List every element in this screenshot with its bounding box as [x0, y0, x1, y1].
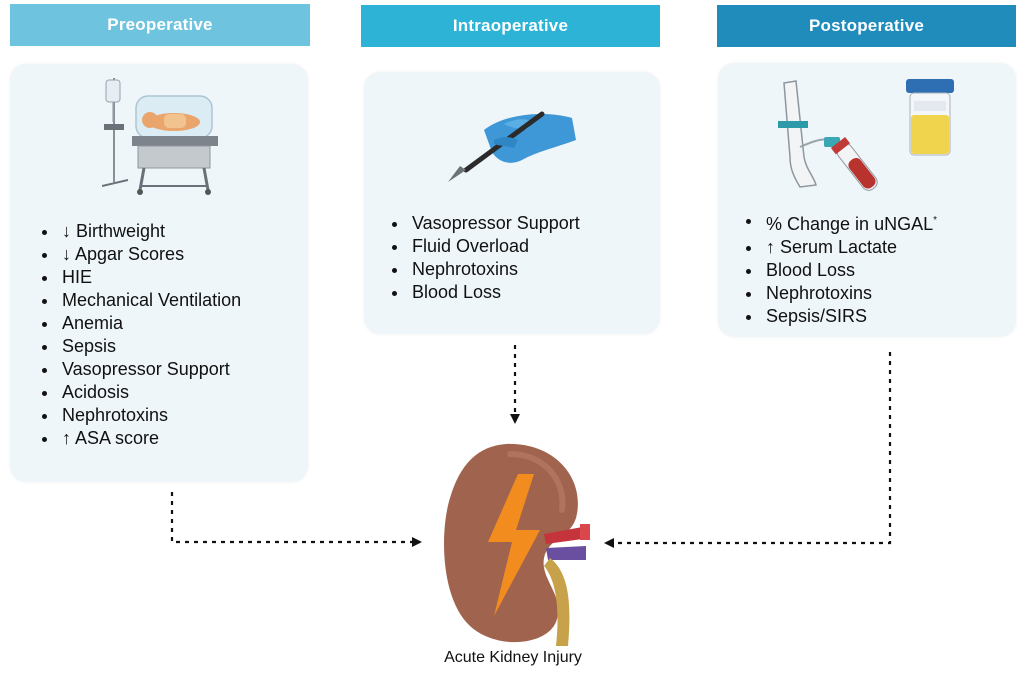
list-item: Sepsis: [36, 335, 241, 358]
list-item: Nephrotoxins: [386, 258, 580, 281]
list-item: Vasopressor Support: [36, 358, 241, 381]
scalpel-hand-icon: [448, 111, 576, 182]
preoperative-panel: ↓ Birthweight ↓ Apgar Scores HIE Mechani…: [10, 64, 308, 482]
list-item-label: % Change in uNGAL: [766, 214, 934, 234]
postoperative-header: Postoperative: [717, 5, 1016, 47]
kidney-injury-icon: [444, 443, 590, 646]
preoperative-header: Preoperative: [10, 4, 310, 46]
postoperative-factor-list: % Change in uNGAL* ↑ Serum Lactate Blood…: [740, 209, 937, 328]
list-item: Nephrotoxins: [740, 282, 937, 305]
list-item: ↓ Apgar Scores: [36, 243, 241, 266]
list-item: Sepsis/SIRS: [740, 305, 937, 328]
list-item: HIE: [36, 266, 241, 289]
list-item: ↑ ASA score: [36, 427, 241, 450]
arrow-preoperative-to-aki: [170, 492, 422, 547]
list-item: Vasopressor Support: [386, 212, 580, 235]
intraoperative-header: Intraoperative: [361, 5, 660, 47]
postoperative-panel: % Change in uNGAL* ↑ Serum Lactate Blood…: [718, 63, 1016, 337]
intraoperative-factor-list: Vasopressor Support Fluid Overload Nephr…: [386, 212, 580, 304]
list-item: Acidosis: [36, 381, 241, 404]
list-item: Nephrotoxins: [36, 404, 241, 427]
list-item: ↑ Serum Lactate: [740, 236, 937, 259]
arrow-postoperative-to-aki: [604, 352, 892, 548]
list-item: Anemia: [36, 312, 241, 335]
list-item: ↓ Birthweight: [36, 220, 241, 243]
superscript-marker: *: [933, 215, 938, 226]
preoperative-factor-list: ↓ Birthweight ↓ Apgar Scores HIE Mechani…: [36, 220, 241, 450]
list-item: Blood Loss: [386, 281, 580, 304]
list-item: % Change in uNGAL*: [740, 209, 937, 236]
list-item: Mechanical Ventilation: [36, 289, 241, 312]
list-item: Fluid Overload: [386, 235, 580, 258]
incubator-icon: [102, 78, 218, 195]
outcome-label: Acute Kidney Injury: [444, 649, 582, 666]
intraoperative-panel: Vasopressor Support Fluid Overload Nephr…: [364, 72, 660, 334]
list-item: Blood Loss: [740, 259, 937, 282]
blood-draw-and-urine-cup-icon: [778, 79, 954, 191]
